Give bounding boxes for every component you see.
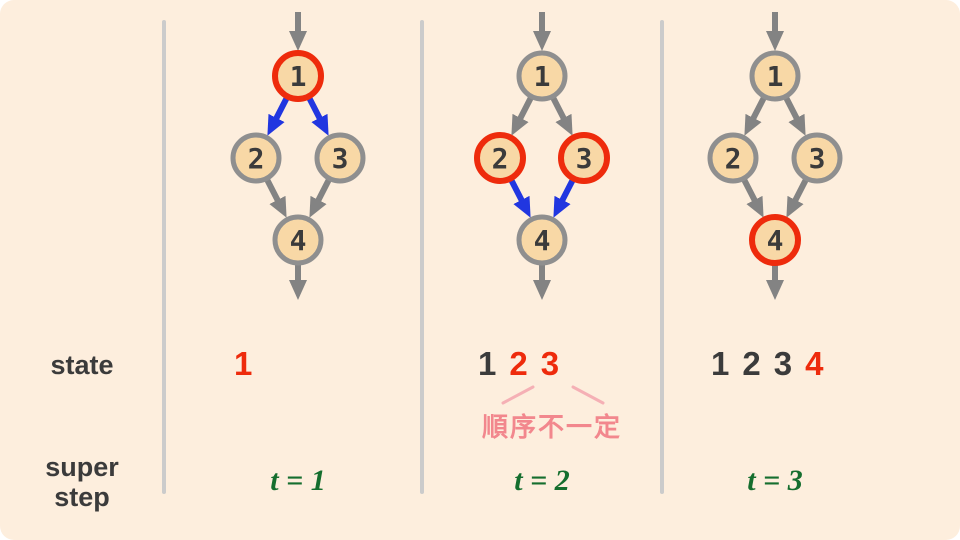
superstep-value: t = 3 xyxy=(747,464,803,497)
state-value: 1 xyxy=(234,345,253,382)
superstep-row-label: super step xyxy=(0,452,164,512)
dag-graph: 1 2 3 4 xyxy=(230,12,366,300)
graph-node-label: 2 xyxy=(248,142,265,175)
superstep-row-label-line2: step xyxy=(54,482,110,512)
state-value: 3 xyxy=(540,345,560,382)
graph-node-label: 4 xyxy=(290,224,307,257)
graph-node xyxy=(230,132,282,184)
graph-node-label: 3 xyxy=(332,142,349,175)
graph-node-highlighted xyxy=(558,132,610,184)
superstep-value: t = 1 xyxy=(270,464,326,497)
graph-node-highlighted xyxy=(272,50,324,102)
state-value: 1 xyxy=(711,345,730,382)
order-annotation: 順序不一定 xyxy=(432,382,652,444)
state-row-label: state xyxy=(50,350,114,380)
state-value: 2 xyxy=(509,345,528,382)
annotation-connector xyxy=(501,385,605,405)
graph-node-label: 2 xyxy=(725,142,742,175)
graph-node xyxy=(791,132,843,184)
graph-node xyxy=(272,214,324,266)
superstep-value: t = 2 xyxy=(514,464,570,497)
graph-node-label: 2 xyxy=(492,142,509,175)
graph-node-label: 4 xyxy=(534,224,551,257)
graph-node-highlighted xyxy=(474,132,526,184)
graph-node-label: 1 xyxy=(290,60,307,93)
state-value: 1 xyxy=(478,345,497,382)
annotation-label: 順序不一定 xyxy=(481,412,622,442)
graph-node xyxy=(314,132,366,184)
graph-node-label: 3 xyxy=(576,142,593,175)
graph-node xyxy=(749,50,801,102)
state-value: 3 xyxy=(773,345,793,382)
dag-graph: 1 2 3 4 xyxy=(474,12,610,300)
column-divider xyxy=(162,20,166,494)
state-value: 4 xyxy=(805,345,824,382)
graph-node-highlighted xyxy=(749,214,801,266)
graph-node-label: 3 xyxy=(809,142,826,175)
superstep-column: 1 2 3 4 1 t = 1 xyxy=(188,0,408,540)
graph-node xyxy=(516,214,568,266)
graph-node-label: 1 xyxy=(767,60,784,93)
graph-node-label: 1 xyxy=(534,60,551,93)
graph-node xyxy=(516,50,568,102)
graph-node-label: 4 xyxy=(767,224,784,257)
column-divider xyxy=(420,20,424,494)
graph-node xyxy=(707,132,759,184)
superstep-row-label-line1: super xyxy=(45,452,119,482)
dag-graph: 1 2 3 4 xyxy=(707,12,843,300)
column-divider xyxy=(660,20,664,494)
state-values: 1 xyxy=(234,336,265,392)
state-value: 2 xyxy=(742,345,761,382)
